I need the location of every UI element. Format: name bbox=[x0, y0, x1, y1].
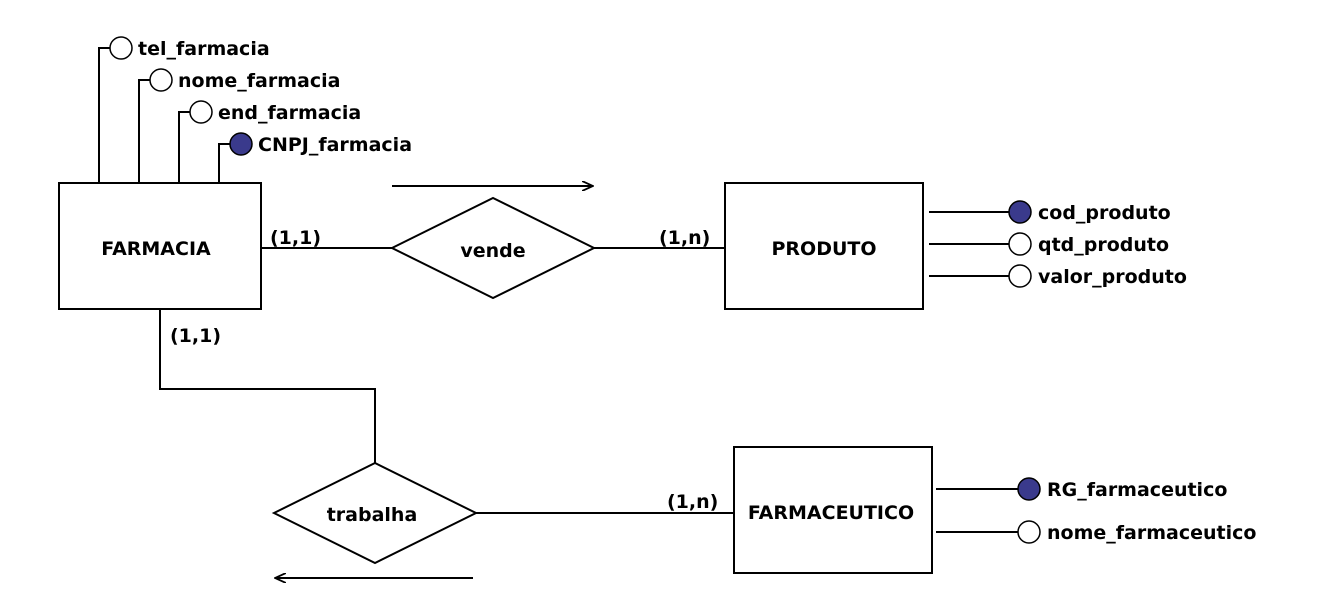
key-attribute-icon bbox=[1017, 477, 1041, 501]
connector-cnpj-farmacia bbox=[218, 143, 230, 183]
entity-farmaceutico[interactable]: FARMACEUTICO bbox=[733, 446, 933, 574]
key-attribute-icon bbox=[229, 132, 253, 156]
key-attribute-icon bbox=[1008, 200, 1032, 224]
farmacia-attributes: tel_farmacia nome_farmacia end_farmacia … bbox=[109, 36, 412, 156]
cardinality-produto-vende: (1,n) bbox=[659, 227, 710, 249]
relationship-vende-label: vende bbox=[460, 240, 525, 262]
farmaceutico-attributes: RG_farmaceutico nome_farmaceutico bbox=[936, 477, 1256, 544]
farmacia-attribute-connectors bbox=[98, 47, 230, 183]
relationship-vende-diamond[interactable] bbox=[389, 196, 597, 300]
connector-nome-farmacia bbox=[138, 79, 150, 183]
entity-farmacia-label: FARMACIA bbox=[101, 238, 211, 260]
attribute-circle-icon bbox=[1008, 264, 1032, 288]
entity-farmaceutico-label: FARMACEUTICO bbox=[748, 502, 914, 524]
attribute-nome-farmaceutico: nome_farmaceutico bbox=[1047, 522, 1256, 544]
entity-produto-label: PRODUTO bbox=[771, 238, 876, 260]
cardinality-farmacia-trabalha: (1,1) bbox=[170, 325, 221, 347]
attribute-circle-icon bbox=[109, 36, 133, 60]
entity-farmaceutico-box[interactable] bbox=[733, 446, 933, 574]
attribute-tel-farmacia: tel_farmacia bbox=[138, 38, 270, 60]
relationship-trabalha[interactable]: trabalha bbox=[271, 461, 479, 565]
attribute-nome-farmacia: nome_farmacia bbox=[178, 70, 340, 92]
relationship-trabalha-label: trabalha bbox=[327, 504, 418, 526]
produto-attributes: cod_produto qtd_produto valor_produto bbox=[929, 200, 1187, 288]
entity-produto[interactable]: PRODUTO bbox=[724, 182, 924, 310]
connector-end-farmacia bbox=[178, 111, 190, 183]
relationship-vende[interactable]: vende bbox=[389, 196, 597, 300]
link-farmacia-trabalha bbox=[159, 309, 376, 463]
relationship-trabalha-diamond[interactable] bbox=[271, 461, 479, 565]
connector-tel-farmacia bbox=[98, 47, 110, 183]
attribute-valor-produto: valor_produto bbox=[1038, 266, 1187, 288]
attribute-circle-icon bbox=[1008, 232, 1032, 256]
attribute-circle-icon bbox=[149, 68, 173, 92]
entity-farmacia[interactable]: FARMACIA bbox=[58, 182, 262, 310]
attribute-qtd-produto: qtd_produto bbox=[1038, 234, 1169, 256]
entity-produto-box[interactable] bbox=[724, 182, 924, 310]
attribute-cod-produto: cod_produto bbox=[1038, 202, 1171, 224]
attribute-end-farmacia: end_farmacia bbox=[218, 102, 361, 124]
attribute-cnpj-farmacia: CNPJ_farmacia bbox=[258, 134, 412, 156]
attribute-rg-farmaceutico: RG_farmaceutico bbox=[1047, 479, 1227, 501]
attribute-circle-icon bbox=[189, 100, 213, 124]
cardinality-farmaceutico-trabalha: (1,n) bbox=[667, 491, 718, 513]
entity-farmacia-box[interactable] bbox=[58, 182, 262, 310]
cardinality-farmacia-vende: (1,1) bbox=[270, 227, 321, 249]
attribute-circle-icon bbox=[1017, 520, 1041, 544]
